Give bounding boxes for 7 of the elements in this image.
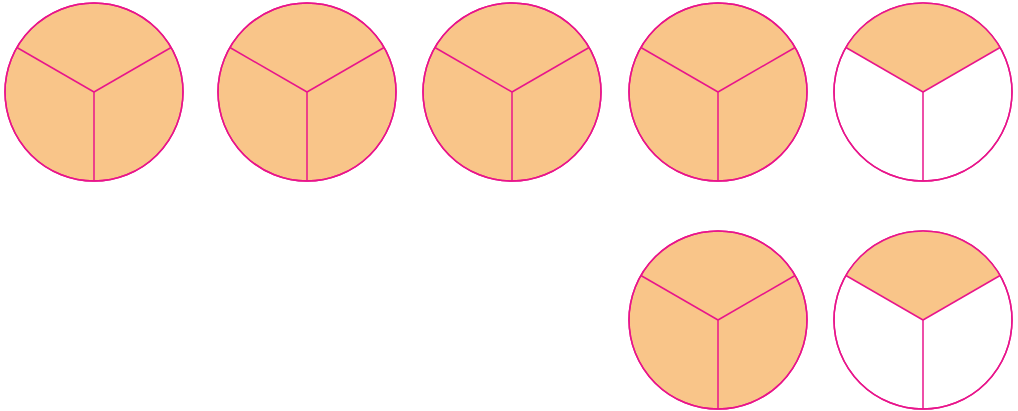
one-third-fraction-circle — [833, 230, 1013, 410]
whole-fraction-circle — [628, 2, 808, 182]
whole-fraction-circle — [628, 230, 808, 410]
whole-fraction-circle — [217, 2, 397, 182]
whole-fraction-circle — [4, 2, 184, 182]
whole-fraction-circle — [422, 2, 602, 182]
one-third-fraction-circle — [833, 2, 1013, 182]
